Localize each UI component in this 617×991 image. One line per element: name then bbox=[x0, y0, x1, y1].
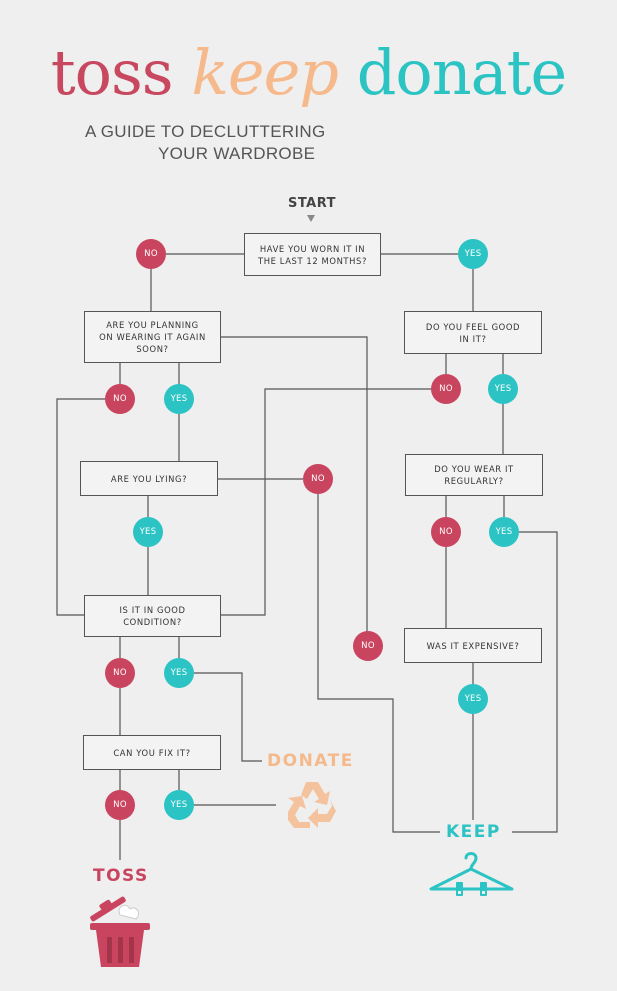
question-worn-last-12-months: HAVE YOU WORN IT IN THE LAST 12 MONTHS? bbox=[244, 233, 381, 276]
answer-no-good-condition: NO bbox=[105, 658, 135, 688]
outcome-donate: DONATE bbox=[267, 751, 354, 771]
answer-yes-expensive: YES bbox=[458, 684, 488, 714]
answer-yes-planning: YES bbox=[164, 384, 194, 414]
answer-yes-worn: YES bbox=[458, 239, 488, 269]
answer-no-planning: NO bbox=[105, 384, 135, 414]
trash-can-icon bbox=[90, 896, 150, 967]
question-feel-good: DO YOU FEEL GOOD IN IT? bbox=[404, 311, 542, 354]
answer-no-expensive: NO bbox=[353, 631, 383, 661]
recycle-icon bbox=[288, 782, 336, 828]
answer-yes-wear-regularly: YES bbox=[489, 517, 519, 547]
hanger-icon bbox=[429, 852, 514, 896]
subtitle-line-2: YOUR WARDROBE bbox=[158, 144, 316, 163]
answer-no-fix: NO bbox=[105, 790, 135, 820]
question-good-condition: IS IT IN GOOD CONDITION? bbox=[84, 595, 221, 637]
start-arrow bbox=[307, 215, 315, 222]
title-word-toss: toss bbox=[50, 36, 174, 109]
question-was-it-expensive: WAS IT EXPENSIVE? bbox=[404, 628, 542, 663]
outcome-keep: KEEP bbox=[446, 822, 501, 842]
subtitle-line-1: A GUIDE TO DECLUTTERING bbox=[85, 122, 326, 141]
question-wear-regularly: DO YOU WEAR IT REGULARLY? bbox=[405, 454, 543, 496]
answer-yes-fix: YES bbox=[164, 790, 194, 820]
title-word-keep: keep bbox=[191, 36, 339, 109]
outcome-toss: TOSS bbox=[93, 866, 149, 886]
answer-yes-good-condition: YES bbox=[164, 658, 194, 688]
question-can-you-fix-it: CAN YOU FIX IT? bbox=[83, 735, 221, 770]
answer-yes-lying: YES bbox=[133, 517, 163, 547]
answer-no-feel-good: NO bbox=[431, 374, 461, 404]
start-label: START bbox=[287, 196, 337, 211]
page-title: toss keep donate bbox=[0, 36, 617, 109]
question-planning-to-wear: ARE YOU PLANNING ON WEARING IT AGAIN SOO… bbox=[84, 311, 221, 363]
answer-no-wear-regularly: NO bbox=[431, 517, 461, 547]
question-are-you-lying: ARE YOU LYING? bbox=[80, 461, 218, 496]
answer-no-lying: NO bbox=[303, 464, 333, 494]
answer-no-worn: NO bbox=[136, 239, 166, 269]
title-word-donate: donate bbox=[356, 36, 568, 109]
answer-yes-feel-good: YES bbox=[488, 374, 518, 404]
